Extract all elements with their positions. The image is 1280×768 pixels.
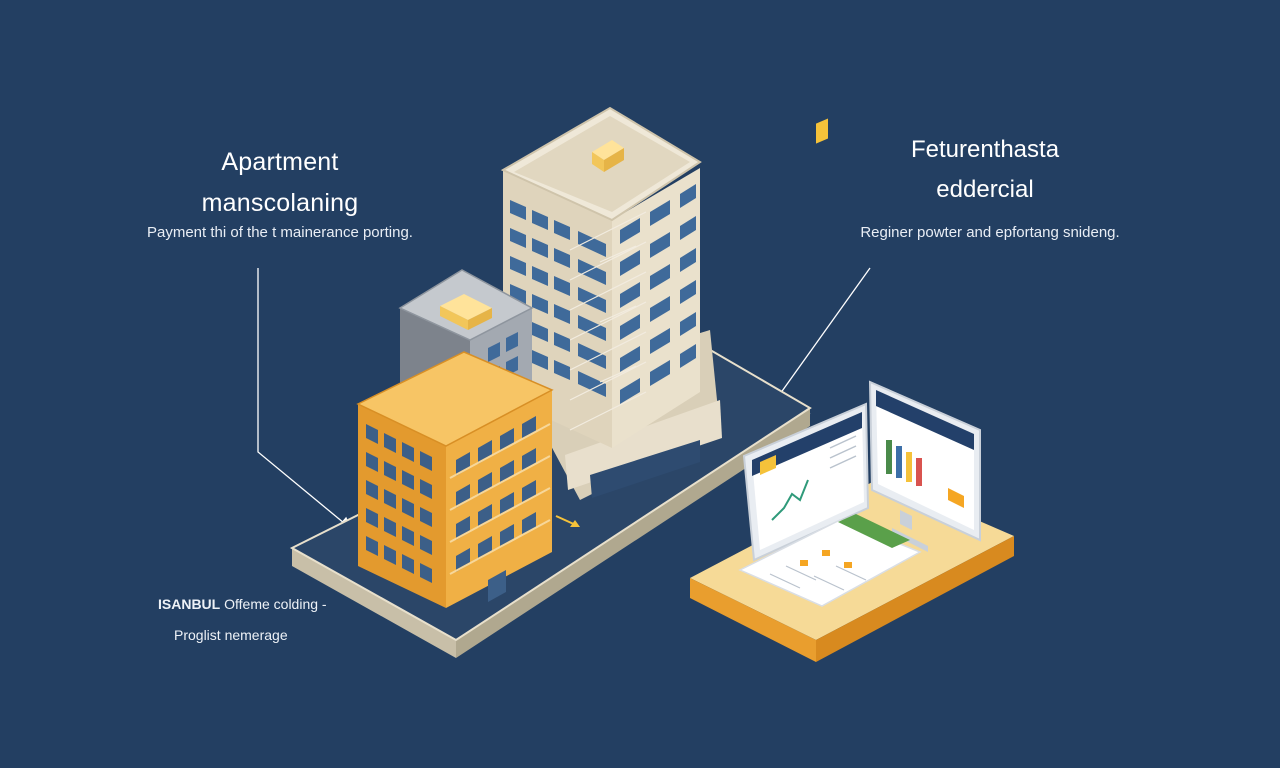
right-title-line1: Feturenthasta xyxy=(910,136,1060,163)
left-title: Apartment manscolaning xyxy=(170,142,390,224)
monitor-right xyxy=(868,380,981,552)
orange-apartment-building xyxy=(356,351,580,608)
bottom-caption-line2: Proglist nemerage xyxy=(174,627,288,643)
caption-rest: Offeme colding - xyxy=(224,596,327,612)
left-subtitle: Payment thi of the t mainerance porting. xyxy=(147,224,413,241)
right-title: Feturenthasta eddercial xyxy=(860,130,1110,210)
left-title-line1: Apartment xyxy=(221,148,339,176)
caption-strong: ISANBUL xyxy=(158,596,221,612)
tall-tower xyxy=(500,106,722,500)
right-subtitle: Reginer powter and epfortang snideng. xyxy=(860,224,1120,241)
report-sheet xyxy=(738,514,922,607)
right-connector-line xyxy=(769,267,871,409)
left-connector-line xyxy=(257,268,351,529)
yellow-arrow-head xyxy=(570,520,580,527)
right-title-line2: eddercial xyxy=(936,176,1034,203)
bottom-caption-line1: ISANBUL Offeme colding - xyxy=(158,596,327,612)
monitor-left xyxy=(742,118,870,562)
left-title-line2: manscolaning xyxy=(201,189,359,217)
dashboard-platform xyxy=(690,118,1014,662)
